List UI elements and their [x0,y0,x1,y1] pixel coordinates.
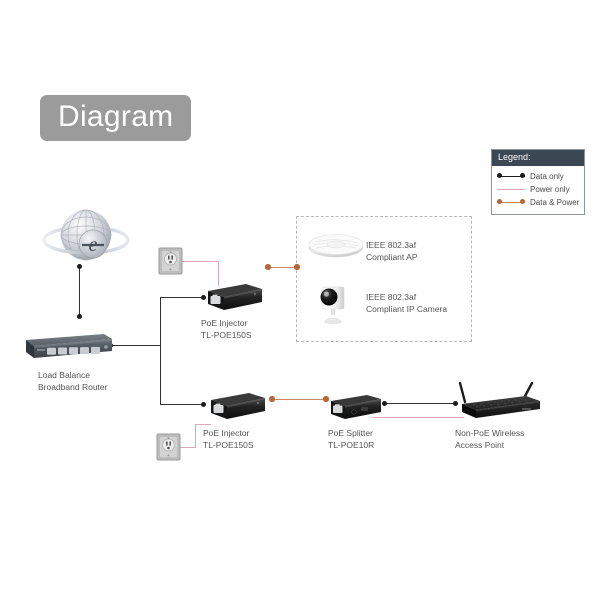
page-title-badge: Diagram [40,95,192,141]
poe-injector-bottom-device [207,389,269,428]
node-splitter-data-out [382,400,387,406]
router-label: Load Balance Broadband Router [38,370,107,393]
node-router-link-top [76,314,82,319]
link-splitter-to-ap-data [385,403,457,405]
link-outlet-top-power-h [179,261,219,263]
poe-splitter-label-line1: PoE Splitter [328,428,373,438]
power-outlet-icon [156,433,181,461]
power-outlet-icon [158,247,183,275]
poe-splitter-label-line2: TL-POE10R [328,439,375,450]
legend-item-power-only: Power only [492,183,584,196]
legend-item-data-power: Data & Power [492,196,584,209]
legend-title: Legend: [492,150,584,166]
ip-camera-device [314,283,358,330]
legend-label-power-only: Power only [530,184,570,194]
link-splitter-to-ap-power [372,417,464,419]
poe-injector-top-label: PoE Injector TL-POE150S [201,318,252,341]
ip-camera-label: IEEE 802.3af Compliant IP Camera [366,292,447,315]
node-injector-top-in [201,294,206,300]
node-ap-data-in [453,400,458,406]
poe-injector-top-label-line1: PoE Injector [201,318,248,328]
ceiling-ap-icon [308,234,364,258]
router-icon [26,334,112,358]
legend-swatch-data-only [497,172,525,181]
load-balance-router-device [18,328,114,371]
link-injector-bottom-to-splitter [272,399,327,401]
poe-injector-top-label-line2: TL-POE150S [201,329,252,340]
poe-injector-bottom-label: PoE Injector TL-POE150S [203,428,254,451]
wireless-router-icon [458,381,540,418]
link-outlet-bottom-power-v [195,424,197,448]
poe-injector-bottom-label-line1: PoE Injector [203,428,250,438]
legend-swatch-data-power [497,198,525,207]
legend-label-data-power: Data & Power [530,197,580,207]
legend-swatch-power-only [497,185,525,194]
non-poe-wireless-ap-device [452,381,544,431]
non-poe-wireless-ap-label-line1: Non-PoE Wireless [455,428,525,438]
ip-camera-label-line2: Compliant IP Camera [366,303,448,314]
link-outlet-bottom-power-h2 [195,424,211,426]
poe-splitter-label: PoE Splitter TL-POE10R [328,428,374,451]
legend-label-data-only: Data only [530,171,564,181]
ip-camera-icon [320,286,345,324]
link-internet-to-router [79,268,81,316]
ip-camera-label-line1: IEEE 802.3af [366,292,417,302]
legend-item-data-only: Data only [492,170,584,183]
poe-injector-icon [211,393,265,419]
node-internet-link-top [76,264,82,269]
link-injector-top-to-poe-devices [268,267,299,269]
power-outlet-top [158,247,183,280]
poe-splitter-icon [331,395,381,419]
link-branch-to-injector-top [160,297,204,299]
internet-globe-icon: e [30,203,142,275]
node-splitter-in [323,396,329,402]
node-injector-bottom-out [269,396,275,402]
router-label-line2: Broadband Router [38,381,108,392]
poe-splitter-device [327,391,385,428]
compliant-ap-device [306,232,366,267]
poe-injector-top-device [204,280,266,319]
legend-items: Data only Power only Data & Power [492,166,584,214]
legend: Legend: Data only Power only [491,149,585,215]
branch-trunk-vertical [160,297,162,405]
compliant-ap-label: IEEE 802.3af Compliant AP [366,240,418,263]
link-outlet-bottom-power-h [177,447,196,449]
power-outlet-bottom [156,433,181,466]
node-injector-bottom-in [201,401,206,407]
non-poe-wireless-ap-label-line2: Access Point [455,439,505,450]
poe-injector-icon [208,284,262,310]
link-branch-to-injector-bottom [160,404,204,406]
router-label-line1: Load Balance [38,370,90,380]
compliant-ap-label-line2: Compliant AP [366,251,418,262]
link-outlet-top-power-v [218,261,220,286]
non-poe-wireless-ap-label: Non-PoE Wireless Access Point [455,428,524,451]
node-injector-top-out [265,264,271,270]
poe-devices-group-box [296,216,472,342]
link-router-to-branch [112,345,161,347]
node-poe-devices-in [294,264,300,270]
compliant-ap-label-line1: IEEE 802.3af [366,240,417,250]
poe-injector-bottom-label-line2: TL-POE150S [203,439,254,450]
